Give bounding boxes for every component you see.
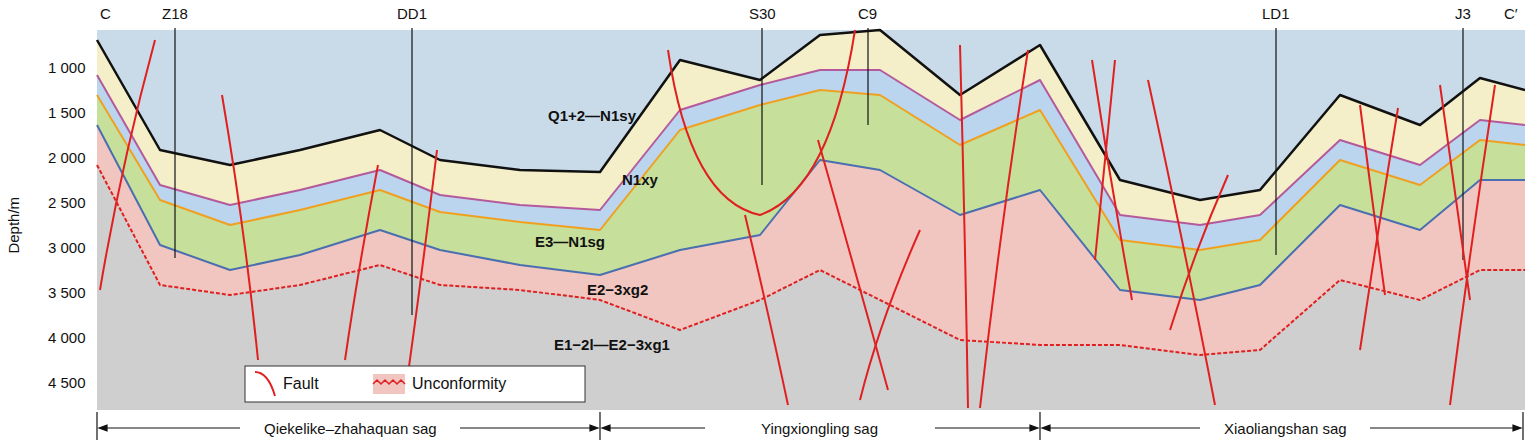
formation-label: Q1+2—N1sy (545, 108, 639, 125)
depth-tick: 2 500 (48, 195, 86, 212)
legend-label: Unconformity (412, 375, 506, 393)
sag-arrow-line (1043, 427, 1200, 428)
sag-tick (1039, 412, 1040, 440)
depth-tick: 3 500 (48, 285, 86, 302)
depth-tick: 2 000 (48, 150, 86, 167)
sag-tick (599, 412, 600, 440)
fault (1170, 175, 1228, 330)
basement (97, 165, 1525, 410)
well-name: C9 (858, 6, 877, 23)
sag-name: Yingxiongling sag (758, 421, 881, 438)
sag-bar (97, 412, 1523, 440)
well-line (174, 28, 175, 258)
depth-tick: 3 000 (48, 240, 86, 257)
e3-n1sg-layer (97, 70, 1525, 410)
legend-unconformity-fill (373, 374, 405, 394)
formation-label: E2−3xg2 (584, 282, 651, 299)
sag-arrow-line (1370, 427, 1520, 428)
fault (1360, 108, 1398, 350)
fault (818, 140, 888, 390)
quaternary-layer (97, 30, 1525, 410)
arrowhead (590, 425, 598, 431)
fault (100, 40, 155, 290)
arrowhead (99, 425, 107, 431)
fault (345, 165, 378, 360)
fault (1148, 80, 1215, 405)
e2-3xg2-layer (97, 90, 1525, 410)
horizons (97, 30, 1525, 355)
sag-name: Xiaoliangshan sag (1221, 421, 1350, 438)
legend-frame (245, 366, 585, 402)
legend-box (245, 366, 585, 402)
well-name: J3 (1455, 6, 1471, 23)
fault (405, 150, 437, 395)
unconformity (97, 165, 1525, 355)
section-end-label: C (100, 6, 111, 23)
sag-arrow-line (100, 427, 240, 428)
well-name: Z18 (162, 6, 188, 23)
sag-arrow-line (460, 427, 597, 428)
arrowhead (602, 425, 610, 431)
legend-unconformity-sample (373, 380, 405, 384)
well-name: S30 (749, 6, 776, 23)
wells (175, 28, 1463, 315)
fault (1095, 60, 1115, 260)
well-line (411, 28, 412, 315)
fault (1450, 85, 1495, 405)
sag-tick (96, 412, 97, 440)
well-line (1462, 28, 1463, 260)
well-name: DD1 (397, 6, 427, 23)
depth-tick: 4 000 (48, 330, 86, 347)
fault (222, 95, 258, 360)
sag-name: Qiekelike–zhahaquan sag (261, 421, 440, 438)
legend-label: Fault (283, 375, 319, 393)
fault (1092, 60, 1132, 300)
formation-label: N1xy (619, 172, 661, 189)
arrowhead (1513, 425, 1521, 431)
fault (960, 45, 968, 408)
n1xy-layer (97, 30, 1525, 410)
well-line (1275, 28, 1276, 255)
sag-arrow-line (603, 427, 705, 428)
formation-label: E1−2l—E2−3xg1 (551, 337, 673, 354)
formation-label: E3—N1sg (532, 234, 608, 251)
fault (860, 230, 920, 400)
axis-title: Depth/m (6, 197, 23, 254)
depth-tick: 1 000 (48, 60, 86, 77)
sag-tick (1522, 412, 1523, 440)
arrowhead (1042, 425, 1050, 431)
horizon-black (97, 30, 1525, 200)
sag-arrow-line (935, 427, 1037, 428)
arrowhead (1030, 425, 1038, 431)
faults (100, 30, 1495, 408)
fault (668, 30, 855, 215)
depth-tick: 1 500 (48, 105, 86, 122)
fault (980, 50, 1028, 408)
well-name: LD1 (1262, 6, 1290, 23)
well-line (761, 28, 762, 185)
legend-fault-sample (255, 372, 275, 396)
well-line (867, 28, 868, 125)
fault (745, 215, 788, 405)
depth-tick: 4 500 (48, 375, 86, 392)
fault (1440, 85, 1470, 300)
section-end-label: C′ (1504, 6, 1518, 23)
